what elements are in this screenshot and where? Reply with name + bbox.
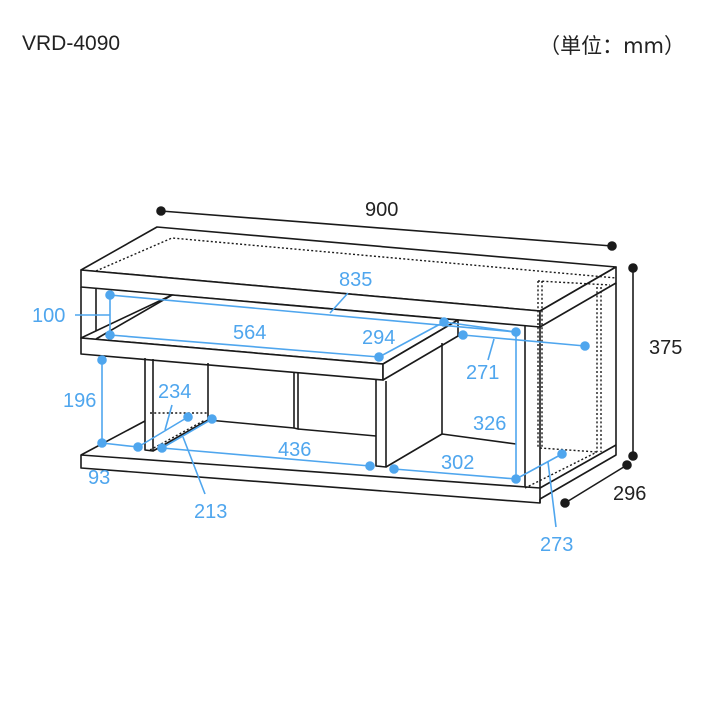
dim-302: 302	[441, 452, 474, 474]
dim-100: 100	[32, 305, 65, 327]
dim-depth-296: 296	[613, 483, 646, 505]
dim-835: 835	[339, 269, 372, 291]
dim-width-900: 900	[365, 199, 398, 221]
dim-234: 234	[158, 381, 191, 403]
dim-213: 213	[194, 501, 227, 523]
dim-326: 326	[473, 413, 506, 435]
dim-93: 93	[88, 467, 110, 489]
overall-dimension-lines	[156, 206, 638, 508]
dim-436: 436	[278, 439, 311, 461]
furniture-outline	[80, 226, 617, 504]
dim-271: 271	[466, 362, 499, 384]
dim-564: 564	[233, 322, 266, 344]
inner-dimension-lines	[75, 290, 590, 528]
dim-196: 196	[63, 390, 96, 412]
dim-273: 273	[540, 534, 573, 556]
dim-294: 294	[362, 327, 395, 349]
dim-height-375: 375	[649, 337, 682, 359]
unit-label: （単位：mm）	[539, 34, 685, 58]
model-number: VRD-4090	[22, 32, 121, 55]
